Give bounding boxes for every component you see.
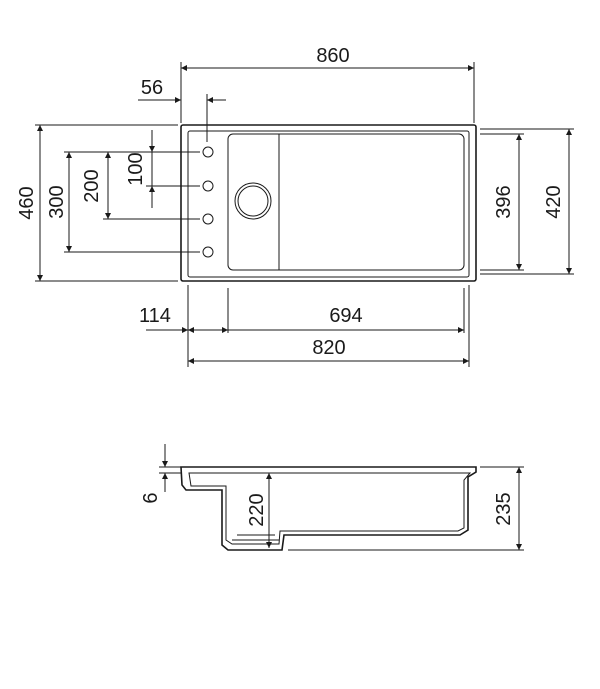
section-view: 6 220 235 [140,444,524,551]
dim-overall-height: 235 [288,466,524,551]
section-profile [180,466,477,551]
dim-bowl-depth: 396 [480,133,524,271]
dim-overall-width: 860 [180,45,475,123]
tap-hole-icons [202,146,214,258]
dim-label-235: 235 [493,492,515,525]
dim-label-56: 56 [141,77,163,99]
dim-label-460: 460 [16,186,38,219]
dim-label-860: 860 [316,45,349,67]
dim-tap-offset: 56 [138,77,226,142]
dim-label-220: 220 [246,493,268,526]
dim-label-300: 300 [46,185,68,218]
drain-outlet-icon [234,182,272,220]
dim-label-114: 114 [139,305,171,327]
dim-rim-thickness: 6 [140,444,181,504]
tap-hole-icon [202,180,214,192]
tap-hole-icon [202,213,214,225]
dim-overall-depth: 460 [16,124,178,282]
tap-hole-icon [202,246,214,258]
dim-label-694: 694 [329,305,362,327]
dim-label-820: 820 [312,337,345,359]
dim-bowl-width: 114 694 [139,285,470,367]
dim-label-6: 6 [140,492,162,503]
dim-tap-span-200: 200 [81,152,200,220]
dim-inner-depth: 420 [480,128,574,275]
dim-tap-span-300: 300 [46,151,200,253]
dim-label-200: 200 [81,169,103,202]
dim-label-100: 100 [125,152,147,185]
dim-label-420: 420 [543,185,565,218]
dim-bowl-height: 220 [246,473,272,548]
dim-label-396: 396 [493,185,515,218]
dim-inner-width: 820 [188,337,469,364]
sink-outline [180,124,477,282]
tap-hole-icon [202,146,214,158]
dim-tap-span-100: 100 [125,130,200,208]
plan-view: 860 56 460 300 200 [16,45,574,367]
drainer-area [227,133,465,271]
